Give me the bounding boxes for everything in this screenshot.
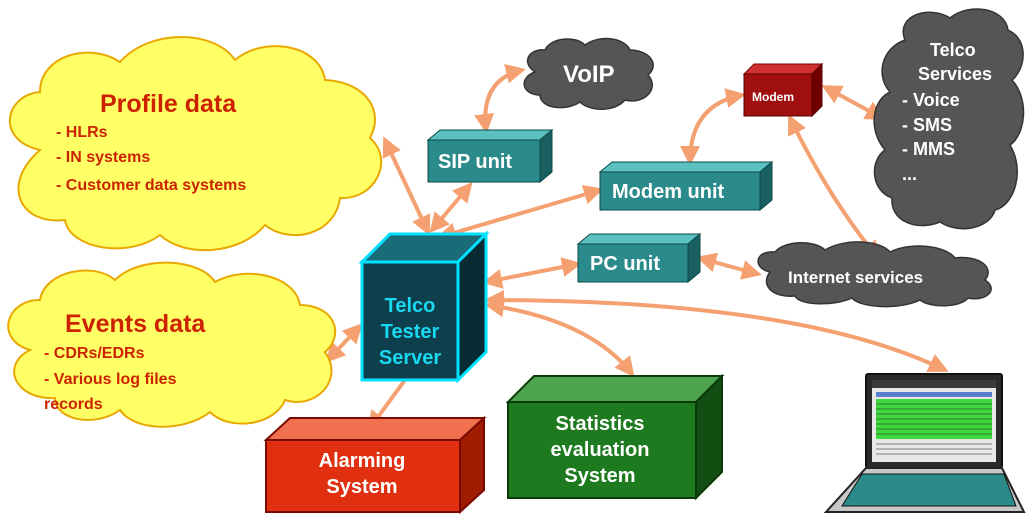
profile-item-2: - IN systems (56, 149, 150, 166)
server-label-3: Server (379, 347, 441, 369)
arrow-server-laptop (484, 290, 949, 373)
modem-unit-box (598, 160, 774, 212)
statistics-system-box (505, 373, 725, 501)
statistics-label-3: System (564, 465, 635, 487)
sip-unit-box (426, 128, 554, 184)
telco-services-title-2: Services (918, 64, 992, 84)
events-data-cloud (7, 261, 337, 428)
arrow-modemunit-modem (680, 88, 746, 166)
arrow-profile-server (382, 136, 431, 236)
events-item-3: records (44, 396, 103, 413)
telco-services-item-1: - Voice (902, 90, 960, 110)
statistics-label-2: evaluation (551, 439, 650, 461)
alarming-label-1: Alarming (319, 450, 406, 472)
statistics-label-1: Statistics (556, 413, 645, 435)
internet-services-label: Internet services (788, 268, 923, 287)
arrow-server-statistics (484, 297, 635, 378)
arrow-sip-server (429, 181, 473, 234)
sip-unit-label: SIP unit (438, 151, 512, 173)
server-label-2: Tester (381, 321, 440, 343)
arrow-events-server (325, 323, 363, 363)
arrow-pcunit-server (482, 257, 582, 289)
profile-data-cloud (9, 36, 383, 252)
voip-cloud (523, 37, 654, 110)
connector-arrows (325, 63, 949, 432)
profile-item-3: - Customer data systems (56, 177, 246, 194)
alarming-system-box (263, 415, 487, 515)
server-label-1: Telco (385, 295, 436, 317)
laptop-icon (823, 373, 1026, 513)
arrow-modemunit-server (436, 184, 604, 243)
telco-services-item-2: - SMS (902, 115, 952, 135)
events-data-title: Events data (65, 310, 206, 338)
arrow-modem-telco (821, 85, 886, 120)
alarming-label-2: System (326, 476, 397, 498)
telco-services-cloud (873, 8, 1025, 230)
voip-label: VoIP (563, 61, 615, 88)
tester-server-box (358, 230, 490, 384)
events-item-2: - Various log files (44, 371, 177, 388)
modem-box (742, 62, 824, 118)
telco-services-item-3: - MMS (902, 139, 955, 159)
arrow-modem-internet (788, 114, 881, 262)
arrow-pcunit-internet (696, 252, 762, 280)
telco-services-title-1: Telco (930, 40, 976, 60)
pc-unit-label: PC unit (590, 253, 660, 275)
internet-services-cloud (757, 241, 992, 308)
modem-unit-label: Modem unit (612, 181, 725, 203)
pc-unit-box (576, 232, 702, 284)
arrow-sip-voip (474, 63, 526, 134)
profile-data-title: Profile data (100, 90, 237, 118)
telco-services-item-4: ... (902, 164, 917, 184)
events-item-1: - CDRs/EDRs (44, 345, 145, 362)
profile-item-1: - HLRs (56, 124, 108, 141)
modem-box-label: Modem (752, 90, 794, 104)
